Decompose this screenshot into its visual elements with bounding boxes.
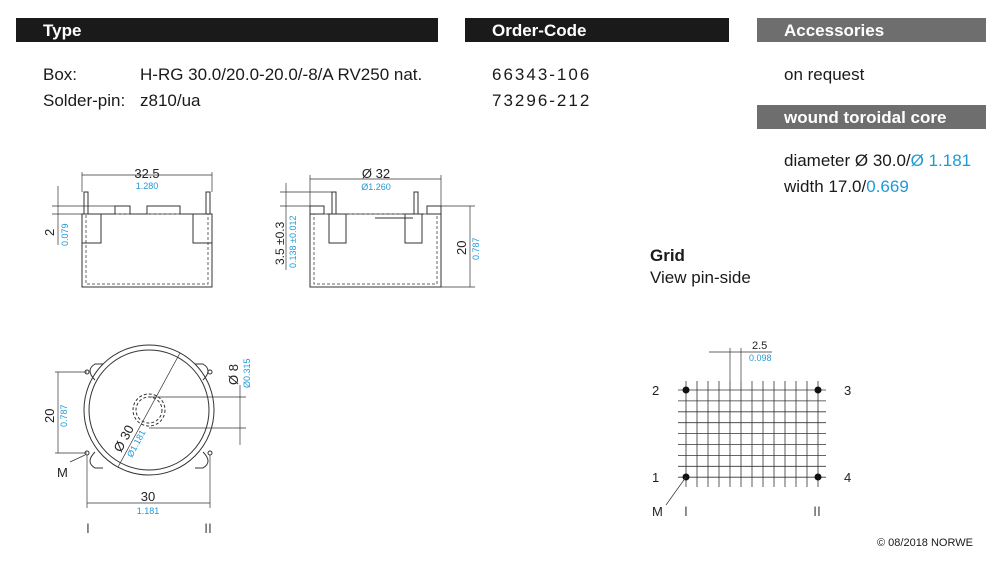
- m-leader: [665, 476, 687, 506]
- width-in: 0.669: [866, 177, 909, 196]
- d3-h-in: 0.787: [59, 404, 69, 427]
- d2-h-in: 0.787: [471, 237, 481, 260]
- d1-width-mm: 32.5: [134, 166, 159, 181]
- grid-pitch-in: 0.098: [749, 353, 772, 363]
- pin-order-code: 73296-212: [492, 91, 592, 110]
- d1-h-in: 0.079: [60, 223, 70, 246]
- d2-pin-in: 0.138 ±0.012: [288, 216, 298, 268]
- grid-pos2: II: [813, 503, 821, 519]
- box-order-code: 66343-106: [492, 65, 592, 84]
- wound-core-header: wound toroidal core: [757, 105, 986, 129]
- top-view-drawing: [55, 344, 246, 508]
- pin-2-dot: [682, 386, 690, 394]
- d3-pos2: II: [204, 520, 212, 536]
- core-diameter: diameter Ø 30.0/Ø 1.181: [784, 151, 971, 171]
- front-view-drawing: [280, 175, 475, 288]
- pin-label-1: 1: [652, 470, 659, 485]
- diameter-label: diameter: [784, 151, 851, 170]
- width-mm: 17.0/: [828, 177, 867, 196]
- pin-grid: [678, 381, 826, 487]
- d1-width-in: 1.280: [136, 181, 159, 191]
- box-label: Box:: [43, 65, 78, 84]
- grid-dimension: [709, 348, 772, 381]
- accessories-header: Accessories: [757, 18, 986, 42]
- d3-h-mm: 20: [42, 409, 57, 423]
- grid-pos1: I: [684, 503, 688, 519]
- grid-subtitle: View pin-side: [650, 268, 751, 287]
- diameter-mm: Ø 30.0/: [854, 151, 911, 170]
- grid-mark: M: [652, 504, 663, 519]
- copyright: © 08/2018 NORWE: [877, 537, 973, 549]
- pin-label: Solder-pin:: [43, 91, 126, 110]
- d3-pos1: I: [86, 520, 90, 536]
- d2-pin-mm: 3.5 ±0.3: [273, 221, 287, 265]
- d2-h-mm: 20: [454, 241, 469, 255]
- d2-dia-in: Ø1.260: [361, 182, 391, 192]
- accessories-value: on request: [784, 65, 865, 84]
- pin-3-dot: [814, 386, 822, 394]
- pin-label-4: 4: [844, 470, 851, 485]
- d3-mark: M: [57, 465, 68, 480]
- order-code-header: Order-Code: [465, 18, 729, 42]
- d2-dia-mm: Ø 32: [362, 166, 390, 181]
- box-value: H-RG 30.0/20.0-20.0/-8/A RV250 nat.: [140, 65, 423, 84]
- type-header: Type: [16, 18, 438, 42]
- diameter-in: Ø 1.181: [910, 151, 972, 170]
- d3-w-in: 1.181: [137, 506, 160, 516]
- grid-pitch-mm: 2.5: [752, 340, 767, 352]
- grid-title: Grid: [650, 246, 685, 265]
- width-label: width: [784, 177, 824, 196]
- pin-label-3: 3: [844, 383, 851, 398]
- core-width: width 17.0/0.669: [784, 177, 909, 197]
- pin-value: z810/ua: [140, 91, 201, 110]
- pin-4-dot: [814, 473, 822, 481]
- d1-h-mm: 2: [42, 229, 57, 236]
- side-view-drawing: [52, 172, 213, 288]
- d3-hole-mm: Ø 8: [226, 364, 241, 385]
- d3-w-mm: 30: [141, 489, 155, 504]
- d3-hole-in: Ø0.315: [242, 358, 252, 388]
- pin-label-2: 2: [652, 383, 659, 398]
